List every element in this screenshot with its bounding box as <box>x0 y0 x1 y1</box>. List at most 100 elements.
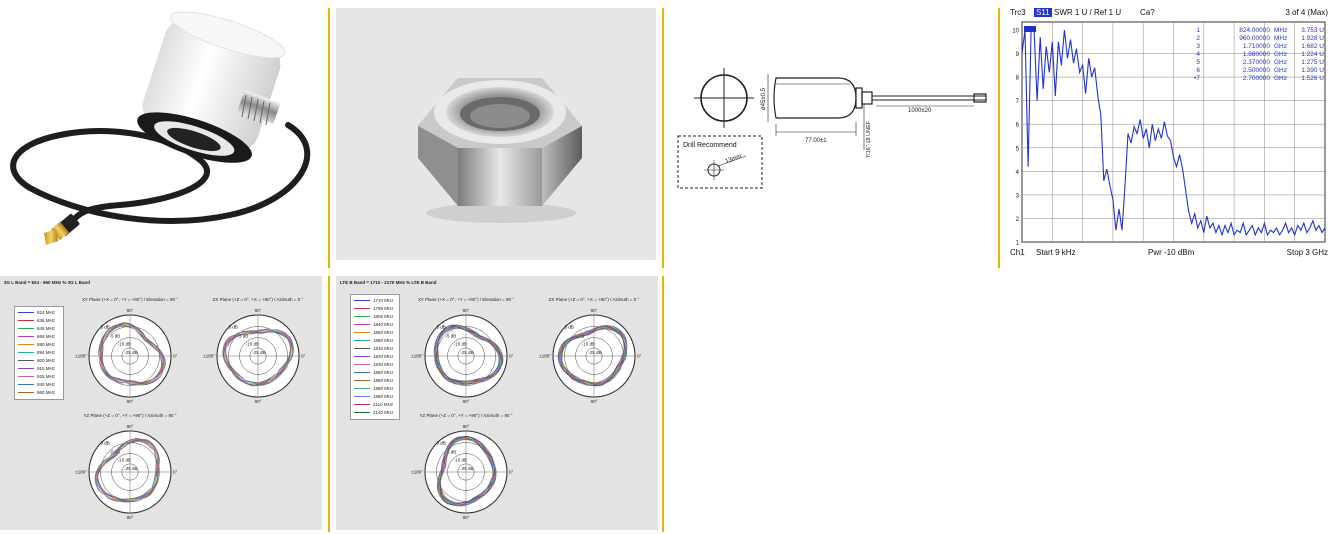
y-tick-label: 4 <box>1016 170 1020 176</box>
legend-swatch <box>18 392 34 394</box>
legend-label: 915 MHz <box>37 366 56 371</box>
polar-label-right: 0° <box>509 354 514 359</box>
legend-label: 1990 MHz <box>373 394 394 399</box>
legend-swatch <box>18 384 34 386</box>
hex-nut-photo <box>336 8 656 260</box>
legend-swatch <box>354 388 370 390</box>
polar-label-left: ±180° <box>75 470 87 475</box>
technical-drawing: ø45±0.5 77.00±1 1000±20 7/16"-18 UNEF Dr… <box>668 0 994 268</box>
marker-frequency: 824.00000 <box>1239 27 1270 34</box>
polar-ring-label: -15 dB <box>118 342 131 347</box>
legend-swatch <box>18 336 34 338</box>
marker-value: 1.928 U <box>1301 35 1324 42</box>
legend-swatch <box>354 316 370 318</box>
polar-plots: XY Plane (+X = 0°, +Y = +90°) / Elevatio… <box>75 297 306 520</box>
pattern-trace <box>433 325 501 384</box>
polar-label-bottom: 90° <box>127 515 134 520</box>
legend-item: 960 MHz <box>18 390 55 397</box>
marker-unit: GHz <box>1274 67 1287 74</box>
marker-unit: MHz <box>1274 35 1287 42</box>
polar-ring-label: -5 dB <box>446 450 457 455</box>
polar-ring-label: -25 dB <box>460 350 473 355</box>
format-label: SWR 1 U / Ref 1 U <box>1054 8 1122 17</box>
marker-frequency: 1.710000 <box>1243 43 1270 50</box>
marker-number: 4 <box>1196 51 1200 58</box>
legend-label: 1910 MHz <box>373 346 394 351</box>
legend-label: 869 MHz <box>37 334 56 339</box>
polar-label-bottom: 90° <box>127 399 134 404</box>
swr-trace <box>1021 29 1326 237</box>
y-tick-label: 3 <box>1016 193 1020 199</box>
pattern-trace <box>96 438 159 502</box>
polar-label-left: ±180° <box>75 354 87 359</box>
polar-ring-label: 5 dB <box>436 440 445 445</box>
polar-plot-title: YZ Plane (+Z = 0°, +Y = +90°) / Azimuth … <box>419 413 512 418</box>
marker-unit: MHz <box>1274 27 1287 34</box>
polar-ring-label: 5 dB <box>436 324 445 329</box>
pattern-trace <box>559 325 626 387</box>
front-view <box>694 68 754 128</box>
legend-item: 915 MHz <box>18 366 55 373</box>
marker-unit: GHz <box>1274 51 1287 58</box>
legend-label: 894 MHz <box>37 350 56 355</box>
legend-swatch <box>18 360 34 362</box>
polar-ring-label: -15 dB <box>454 342 467 347</box>
y-tick-label: 1 <box>1016 241 1020 247</box>
marker-number: 2 <box>1196 35 1200 42</box>
legend-item: 1850 MHz <box>354 330 394 337</box>
polar-label-right: 0° <box>301 354 306 359</box>
cal-label: Ca? <box>1140 8 1155 17</box>
legend-item: 1960 MHz <box>354 378 394 385</box>
y-tick-label: 8 <box>1016 76 1020 82</box>
legend-label: 880 MHz <box>37 342 56 347</box>
polar-ring-label: -25 dB <box>252 350 265 355</box>
dim-length: 77.00±1 <box>805 138 827 144</box>
pattern-trace <box>561 325 628 387</box>
param-label: S11 <box>1034 8 1052 17</box>
legend-swatch <box>18 312 34 314</box>
legend-swatch <box>18 352 34 354</box>
n-connector <box>237 90 281 126</box>
legend-swatch <box>18 344 34 346</box>
legend-swatch <box>354 340 370 342</box>
radiation-pattern-panel-2: LTE B Band = 1710 - 2170 MHz % LTE B Ban… <box>336 276 658 530</box>
drill-size: 13mm <box>725 154 743 165</box>
legend-label: 925 MHz <box>37 374 56 379</box>
polar-label-bottom: 90° <box>463 399 470 404</box>
pattern-trace <box>437 436 497 504</box>
marker-number: •7 <box>1194 75 1200 82</box>
polar-label-top: 90° <box>463 424 470 429</box>
legend-swatch <box>18 368 34 370</box>
polar-label-bottom: 90° <box>463 515 470 520</box>
marker-value: 3.753 U <box>1301 27 1324 34</box>
polar-ring-label: 5 dB <box>100 324 109 329</box>
legend-label: 960 MHz <box>37 390 56 395</box>
legend-item: 880 MHz <box>18 342 55 349</box>
legend-swatch <box>354 412 370 414</box>
legend-item: 1990 MHz <box>354 394 394 401</box>
marker-number: 3 <box>1196 43 1200 50</box>
polar-label-right: 0° <box>173 354 178 359</box>
dim-thread: 7/16"-18 UNEF <box>866 120 872 158</box>
legend-item: 900 MHz <box>18 358 55 365</box>
separator <box>662 8 664 268</box>
polar-ring-label: 5 dB <box>564 324 573 329</box>
legend-label: 1710 MHz <box>373 298 394 303</box>
polar-label-left: ±180° <box>539 354 551 359</box>
pattern-trace <box>435 325 503 385</box>
polar-label-left: ±180° <box>203 354 215 359</box>
marker-frequency: 2.500000 <box>1243 67 1270 74</box>
polar-label-bottom: 90° <box>255 399 262 404</box>
legend-swatch <box>354 356 370 358</box>
legend-item: 824 MHz <box>18 310 55 317</box>
legend-label: 1960 MHz <box>373 378 394 383</box>
legend-label: 1840 MHz <box>373 322 394 327</box>
polar-ring-label: -15 dB <box>246 342 259 347</box>
legend-label: 940 MHz <box>37 382 56 387</box>
y-tick-label: 7 <box>1016 99 1020 105</box>
polar-ring-label: -15 dB <box>454 458 467 463</box>
polar-plot-title: ZX Plane (+Z = 0°, +X = +90°) / Azimuth … <box>549 297 640 302</box>
